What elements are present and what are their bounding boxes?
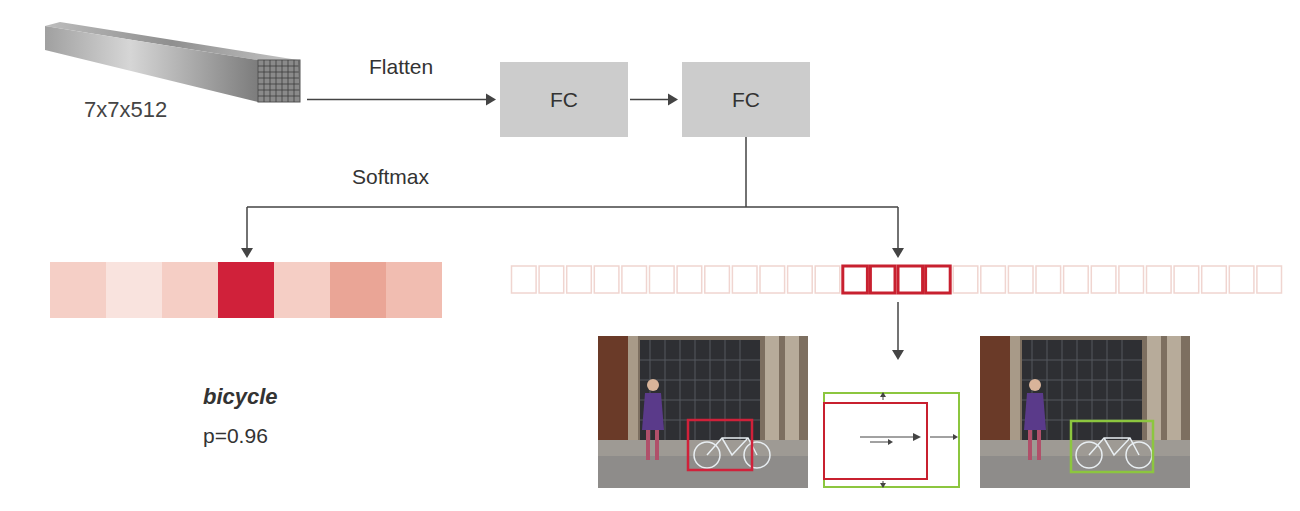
photo-after <box>980 336 1190 488</box>
vector-cell <box>926 266 951 293</box>
vector-cell <box>512 266 537 293</box>
flow-arrow <box>630 94 678 106</box>
selected-cell <box>843 266 868 293</box>
feature-map: 7x7x512 <box>40 16 305 124</box>
vector-cell <box>567 266 592 293</box>
softmax-vector <box>50 262 442 318</box>
layer-name: FC <box>732 88 760 112</box>
class-name: bicycle <box>203 384 278 410</box>
vector-cell <box>1091 266 1116 293</box>
selected-cell <box>898 266 923 293</box>
softmax-label: Softmax <box>352 165 429 189</box>
vector-cell <box>1229 266 1254 293</box>
vector-cell <box>677 266 702 293</box>
vector-cell <box>594 266 619 293</box>
vector-cell <box>1147 266 1172 293</box>
box-adjustment-symbol <box>824 392 959 488</box>
vector-cell <box>1119 266 1144 293</box>
vector-cell <box>760 266 785 293</box>
vector-cell <box>815 266 840 293</box>
selected-cell <box>870 266 895 293</box>
layer-name: FC <box>550 88 578 112</box>
fc-layer-box: FC <box>682 62 810 137</box>
vector-cell <box>1064 266 1089 293</box>
vector-cell <box>870 266 895 293</box>
tensor-block <box>40 16 305 124</box>
vector-cell <box>898 266 923 293</box>
split-line <box>247 137 898 352</box>
edge-label: Flatten <box>369 55 433 79</box>
vector-cell <box>1036 266 1061 293</box>
class-probability: p=0.96 <box>203 424 268 448</box>
vector-cell <box>953 266 978 293</box>
vector-cell <box>539 266 564 293</box>
flow-arrow <box>307 94 496 106</box>
tensor-shape-label: 7x7x512 <box>84 97 167 123</box>
vector-cell <box>705 266 730 293</box>
selected-cell <box>926 266 951 293</box>
bbox-regression-vector <box>512 266 1282 293</box>
vector-cell <box>1174 266 1199 293</box>
vector-cell <box>788 266 813 293</box>
vector-cell <box>1202 266 1227 293</box>
vector-cell <box>1008 266 1033 293</box>
vector-cell <box>981 266 1006 293</box>
fc-layer-box: FC <box>500 62 628 137</box>
vector-cell <box>650 266 675 293</box>
vector-cell <box>622 266 647 293</box>
photo-before <box>598 336 808 488</box>
vector-cell <box>1257 266 1282 293</box>
vector-cell <box>843 266 868 293</box>
vector-cell <box>732 266 757 293</box>
